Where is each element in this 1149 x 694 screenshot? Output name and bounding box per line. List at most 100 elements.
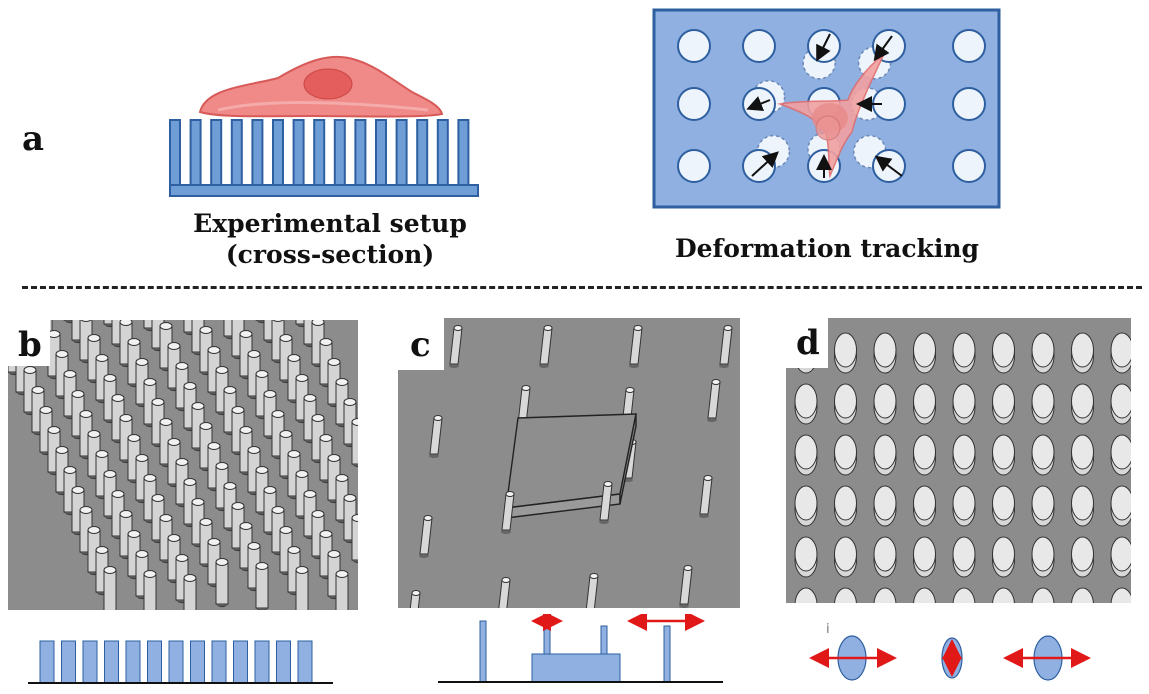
substrate-base [169,184,479,197]
elliptical-pillar-top [992,383,1015,419]
elliptical-pillar-top [1031,485,1055,521]
elliptical-pillar-top [1110,332,1131,368]
elliptical-pillar-top [1071,536,1094,572]
ellipse-horizontal-stiff [809,635,897,681]
cross-section-pillar [125,640,141,684]
elliptical-pillar-top [873,332,897,368]
elliptical-pillar-top [873,536,897,572]
deformation-arrow [816,33,831,62]
ellipse-vertical [941,637,963,679]
setup-pillar-array [169,119,470,186]
raised-platform [505,413,637,519]
tracking-pillar [952,87,986,121]
panel-d-anisotropy-legend [809,635,1091,681]
deformation-tracking-illustration [652,8,1001,209]
panel-b-label: b [18,325,42,365]
elliptical-pillar-top [1110,434,1131,470]
cell-nucleus [303,68,353,100]
setup-pillar [210,119,223,186]
setup-pillar [189,119,202,186]
elliptical-pillar-top [992,536,1015,572]
elliptical-pillar-top [913,536,936,572]
cross-section-pillar [39,640,55,684]
elliptical-pillar-top [952,485,976,521]
elliptical-pillar-top [794,434,818,470]
pillar-3d [103,569,117,610]
panel-d-elliptical-pillar-render [786,318,1131,603]
cross-section-pillar [211,640,227,684]
caption-setup-line1: Experimental setup [193,209,467,238]
elliptical-pillar-top [1031,536,1055,572]
elliptical-pillar-top [992,587,1015,603]
elliptical-pillar-top [873,434,897,470]
caption-setup-line2: (cross-section) [225,240,435,270]
elliptical-pillar-top [834,383,857,419]
deformation-arrow [873,35,893,62]
pillar-3d [335,573,349,610]
setup-pillar [169,119,181,186]
setup-pillar [354,119,367,186]
setup-pillar [292,119,305,186]
elliptical-pillar-top [834,587,857,603]
tracking-pillar [742,29,776,63]
setup-pillar [395,119,408,186]
elliptical-pillar-top [873,485,897,521]
elliptical-pillar-top [913,587,936,603]
elliptical-pillar-top [794,485,818,521]
panel-c-cross-section [438,614,723,683]
cross-section-pillar [104,640,119,684]
setup-pillar [272,119,284,186]
tracking-pillar [952,29,986,63]
elliptical-pillar-top [952,587,976,603]
setup-pillar [333,119,346,186]
setup-pillar [230,119,243,186]
elliptical-pillar-top [1071,332,1094,368]
panel-d-label: d [796,323,820,363]
elliptical-pillar-top [1031,383,1055,419]
section-divider [22,286,1142,289]
pillar-3d [351,517,358,561]
elliptical-pillar-top [834,485,857,521]
setup-pillar [457,119,470,186]
panel-b-pillar-array-render [8,320,358,610]
elliptical-pillar-top [913,485,936,521]
elliptical-pillar-top [952,536,976,572]
elliptical-pillar-top [952,332,976,368]
elliptical-pillar-top [952,383,976,419]
pillar-3d [215,561,229,605]
elliptical-pillar-top [794,383,818,419]
elliptical-pillar-top [992,434,1015,470]
panel-b-cross-section [28,640,333,684]
elliptical-pillar-top [873,587,897,603]
elliptical-pillar-top [952,434,976,470]
elliptical-pillar-top [834,434,857,470]
setup-pillar [313,119,326,186]
elliptical-pillar-top [834,536,857,572]
pillar-3d [255,565,269,609]
elliptical-pillar-top [794,536,818,572]
elliptical-pillar-top [1071,587,1094,603]
pillar-3d [143,573,157,610]
tracking-pillar [677,87,711,121]
elliptical-pillar-top [1110,383,1131,419]
elliptical-pillar-top [913,434,936,470]
caption-experimental-setup: Experimental setup (cross-section) [165,208,495,271]
panel-c-pillar-array-render [398,318,740,608]
elliptical-pillar-top [1071,383,1094,419]
elliptical-pillar-top [1031,332,1055,368]
elliptical-pillar-top [873,383,897,419]
tracking-pillar [677,149,711,183]
deformation-arrow [751,151,779,177]
elliptical-pillar-top [1031,434,1055,470]
elliptical-pillar-top [992,485,1015,521]
elliptical-pillar-top [913,332,936,368]
cross-section-pillar [168,640,184,684]
elliptical-pillar-top [913,383,936,419]
setup-pillar [436,119,449,186]
elliptical-pillar-top [794,587,818,603]
elliptical-pillar-top [1071,434,1094,470]
pillar-3d [183,577,197,610]
setup-pillar [416,119,429,186]
deformation-arrow [746,96,771,111]
elliptical-pillar-top [1071,485,1094,521]
